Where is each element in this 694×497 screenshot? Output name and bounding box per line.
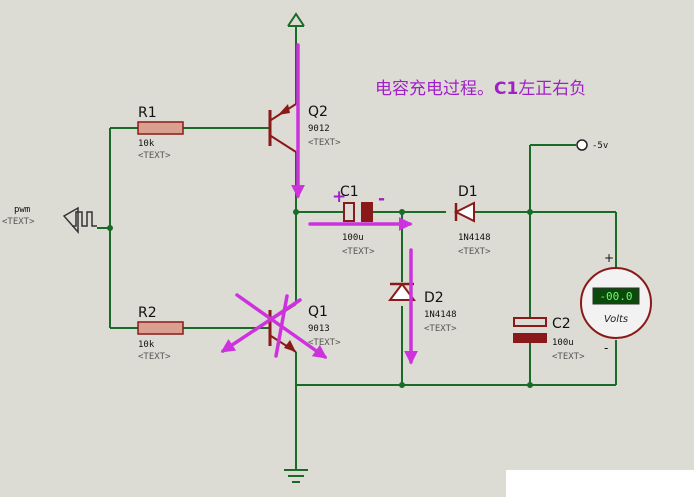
c1-minus-mark: - [378,189,385,209]
pwm-label: pwm [14,205,30,215]
arrow-q1-b [220,298,302,353]
supply-terminal: -5v [576,139,608,151]
d2-value: 1N4148 [424,310,457,320]
d1-ref: D1 [458,184,478,200]
r1-text: <TEXT> [138,151,171,161]
c2-ref: C2 [552,316,571,332]
c1-ref: C1 [340,184,359,200]
supply-arrow-icon [287,12,305,27]
pwm-source: pwm <TEXT> [2,205,97,234]
junctions [107,209,533,388]
caption: 电容充电过程。C1左正右负 [375,79,586,99]
capacitor-c1: C1 100u <TEXT> [340,184,375,257]
c1-value: 100u [342,233,364,243]
d2-text: <TEXT> [424,324,457,334]
supply-label: -5v [592,141,608,151]
voltmeter-display: -00.0 [599,290,632,303]
resistor-r1: R1 10k <TEXT> [137,105,184,161]
q2-ref: Q2 [308,104,328,120]
c1-text: <TEXT> [342,247,375,257]
q1-value: 9013 [308,324,330,334]
pwm-text-placeholder: <TEXT> [2,217,35,227]
resistor-r2: R2 10k <TEXT> [137,305,184,362]
caption-c1: C1 [494,79,518,99]
c2-value: 100u [552,338,574,348]
transistor-q2: Q2 9012 <TEXT> [268,103,341,153]
current-arrows [220,43,418,365]
q1-text: <TEXT> [308,338,341,348]
caption-cn: 电容充电过程。 [375,79,494,99]
capacitor-c2: C2 100u <TEXT> [513,316,585,362]
caption-tail: 左正右负 [518,79,586,99]
q2-value: 9012 [308,124,330,134]
c1-plus-mark: + [332,187,346,207]
q1-ref: Q1 [308,304,328,320]
voltmeter: -00.0 Volts + - [580,251,652,355]
arrow-q1-c [274,294,289,358]
voltmeter-unit: Volts [604,314,628,325]
c2-text: <TEXT> [552,352,585,362]
diode-d2: D2 1N4148 <TEXT> [388,282,457,334]
r1-value: 10k [138,139,155,149]
r2-value: 10k [138,340,155,350]
d1-text: <TEXT> [458,247,491,257]
r2-ref: R2 [138,305,157,321]
corner-patch [506,470,694,497]
r2-text: <TEXT> [138,352,171,362]
voltmeter-plus: + [604,251,614,265]
d2-ref: D2 [424,290,444,306]
r1-ref: R1 [138,105,157,121]
wires [97,25,617,470]
diode-d1: D1 1N4148 <TEXT> [453,184,491,257]
voltmeter-minus: - [604,341,608,355]
d1-value: 1N4148 [458,233,491,243]
ground-icon [284,469,308,483]
q2-text: <TEXT> [308,138,341,148]
